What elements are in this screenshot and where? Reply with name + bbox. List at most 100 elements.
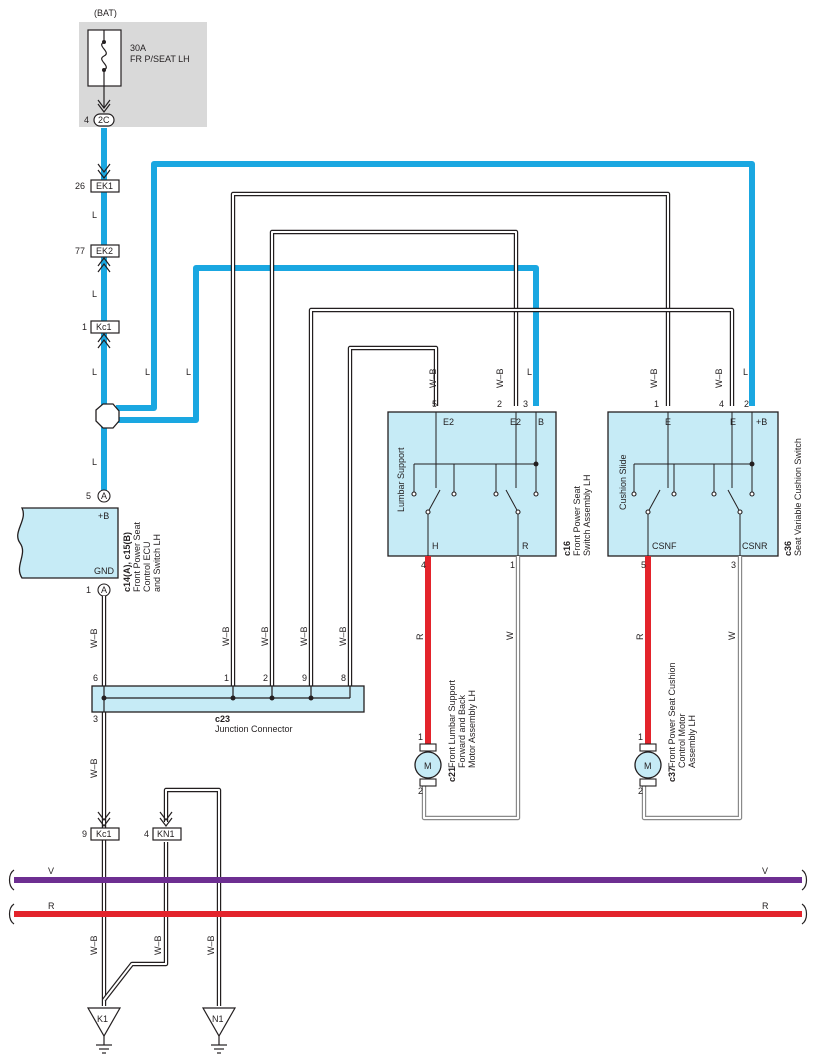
svg-text:K1: K1 (97, 1014, 108, 1024)
svg-text:3: 3 (731, 560, 736, 570)
l-wire-to-c36 (116, 161, 755, 411)
svg-text:1: 1 (418, 732, 423, 742)
svg-text:c23: c23 (215, 714, 230, 724)
fuse-rating: 30A (130, 43, 146, 53)
svg-text:EK1: EK1 (96, 181, 113, 191)
ecu-box (17, 507, 119, 579)
svg-text:R: R (415, 633, 425, 640)
svg-text:B: B (538, 417, 544, 427)
ground-k1: K1 (86, 1007, 122, 1054)
svg-text:c36: c36 (783, 541, 793, 556)
svg-text:W–B: W–B (299, 626, 309, 646)
svg-text:5: 5 (432, 399, 437, 409)
switch-c16: 5 2 3 E2 E2 B H R Lumbar Support c16 Fro… (387, 399, 592, 557)
svg-text:4: 4 (144, 829, 149, 839)
svg-text:Motor Assembly LH: Motor Assembly LH (467, 690, 477, 768)
switch-c36: 1 4 2 E E +B CSNF CSNR Cushion Slide c36… (607, 399, 803, 557)
l-wire-to-c16 (116, 265, 539, 423)
svg-text:Lumbar Support: Lumbar Support (396, 447, 406, 512)
svg-text:M: M (424, 761, 432, 771)
svg-text:Junction Connector: Junction Connector (215, 724, 293, 734)
svg-text:W–B: W–B (153, 935, 163, 955)
svg-text:4: 4 (421, 560, 426, 570)
motor-c21: M 1 2 c21 Front Lumbar Support Forward a… (414, 679, 477, 796)
svg-text:Front Power Seat Cushion: Front Power Seat Cushion (667, 662, 677, 768)
svg-text:H: H (432, 541, 439, 551)
svg-text:2: 2 (263, 673, 268, 683)
connector-kc1-top (90, 320, 120, 334)
motor-c37-icon (634, 751, 662, 779)
svg-text:1: 1 (86, 585, 91, 595)
svg-text:M: M (644, 761, 652, 771)
svg-text:4: 4 (84, 115, 89, 125)
svg-text:Control ECU: Control ECU (142, 541, 152, 592)
svg-text:W–B: W–B (206, 935, 216, 955)
svg-text:9: 9 (82, 829, 87, 839)
connector-ek1 (90, 179, 120, 193)
svg-text:W–B: W–B (649, 368, 659, 388)
switch-c16-box (387, 411, 557, 557)
svg-text:V: V (48, 866, 54, 876)
svg-text:Control Motor: Control Motor (677, 713, 687, 768)
svg-text:Assembly LH: Assembly LH (687, 715, 697, 768)
svg-text:W–B: W–B (714, 368, 724, 388)
ground-n1: N1 (201, 1007, 237, 1054)
svg-text:26: 26 (75, 181, 85, 191)
svg-text:R: R (635, 633, 645, 640)
svg-text:c16: c16 (562, 541, 572, 556)
svg-text:c14(A), c15(B): c14(A), c15(B) (122, 532, 132, 592)
inline-connectors-top: EK1 26 EK2 77 Kc1 1 (75, 163, 120, 349)
svg-text:1: 1 (654, 399, 659, 409)
svg-text:Front Lumbar Support: Front Lumbar Support (447, 679, 457, 768)
svg-text:W–B: W–B (495, 368, 505, 388)
svg-text:Seat Variable Cushion Switch: Seat Variable Cushion Switch (793, 438, 803, 556)
svg-text:Switch Assembly LH: Switch Assembly LH (582, 474, 592, 556)
svg-text:Kc1: Kc1 (96, 829, 112, 839)
connector-kc1-bottom (90, 827, 120, 841)
svg-text:Cushion Slide: Cushion Slide (618, 454, 628, 510)
svg-text:Forward and Back: Forward and Back (457, 694, 467, 768)
ground-n1-icon (201, 1007, 237, 1038)
svg-text:L: L (92, 210, 97, 220)
l-labels: L L L L L L L L (92, 210, 748, 467)
svg-text:W–B: W–B (89, 935, 99, 955)
ground-k1-icon (86, 1007, 122, 1038)
svg-text:77: 77 (75, 246, 85, 256)
svg-text:c21: c21 (447, 767, 457, 782)
svg-text:1: 1 (224, 673, 229, 683)
svg-text:5: 5 (641, 560, 646, 570)
svg-text:W: W (505, 631, 515, 640)
svg-text:KN1: KN1 (157, 829, 175, 839)
bus-lines: V V R R (8, 866, 808, 925)
svg-text:EK2: EK2 (96, 246, 113, 256)
fuse-name: FR P/SEAT LH (130, 54, 190, 64)
svg-text:5: 5 (86, 491, 91, 501)
fuse-icon (101, 41, 107, 71)
splice-junction (95, 403, 120, 429)
svg-text:W–B: W–B (338, 626, 348, 646)
svg-text:CSNR: CSNR (742, 541, 768, 551)
svg-text:W–B: W–B (221, 626, 231, 646)
junction-connector-c23: 6 1 2 9 8 3 c23 Junction Connector (91, 673, 365, 734)
inline-connectors-bottom: Kc1 9 KN1 4 (82, 811, 182, 841)
svg-text:Front Power Seat: Front Power Seat (132, 521, 142, 592)
svg-text:L: L (527, 367, 532, 377)
motor-wires: 4 1 5 3 R W R W (415, 556, 743, 821)
svg-text:6: 6 (93, 673, 98, 683)
svg-text:3: 3 (93, 714, 98, 724)
svg-text:2: 2 (638, 786, 643, 796)
svg-text:W–B: W–B (428, 368, 438, 388)
svg-text:9: 9 (302, 673, 307, 683)
svg-text:L: L (743, 367, 748, 377)
svg-text:and Switch LH: and Switch LH (152, 534, 162, 592)
svg-text:1: 1 (638, 732, 643, 742)
svg-text:A: A (101, 585, 107, 595)
motor-c37: M 1 2 c37 Front Power Seat Cushion Contr… (634, 662, 697, 796)
svg-text:R: R (762, 901, 769, 911)
svg-text:2: 2 (418, 786, 423, 796)
svg-text:8: 8 (341, 673, 346, 683)
svg-text:W–B: W–B (89, 758, 99, 778)
motor-c21-icon (414, 751, 442, 779)
connector-kn1 (152, 827, 182, 841)
